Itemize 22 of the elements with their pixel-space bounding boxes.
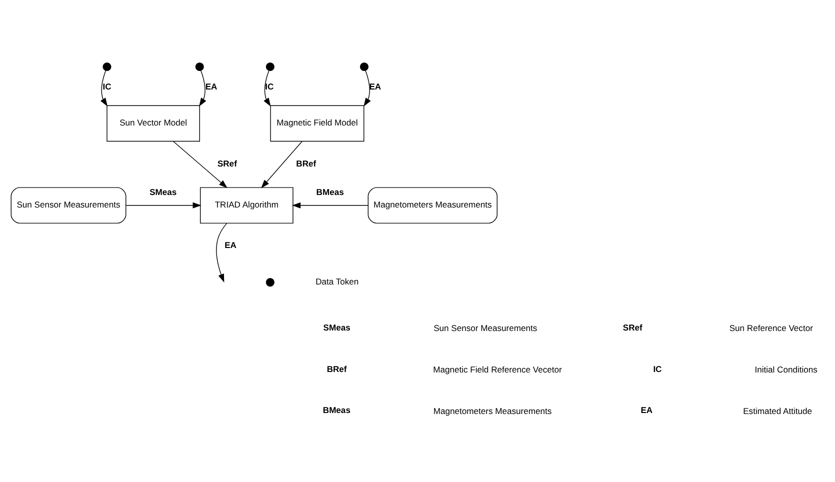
label: Magnetic Field Reference Vecetor: [433, 364, 562, 375]
label: SRef: [622, 322, 642, 332]
edge-label: SMeas: [150, 186, 177, 197]
label: Initial Conditions: [754, 364, 818, 375]
edge-label: SRef: [217, 158, 237, 168]
edge-label: EA: [205, 82, 218, 92]
edge-label: BMeas: [316, 186, 344, 197]
label: BRef: [326, 364, 347, 374]
edge-label: EA: [224, 240, 236, 250]
label: Magnetometers Measurements: [433, 406, 552, 416]
edge-label: IC: [265, 82, 274, 92]
label: EA: [640, 405, 653, 416]
legend-label: Data Token: [316, 276, 359, 287]
edge-label: BRef: [296, 158, 316, 168]
label: IC: [653, 364, 662, 374]
edge-label: IC: [102, 82, 112, 92]
label: SMeas: [323, 322, 350, 332]
label: BMeas: [322, 405, 350, 416]
edge-label: EA: [369, 82, 382, 92]
label: Estimated Attitude: [743, 406, 812, 416]
label: Sun Reference Vector: [729, 323, 813, 334]
label: Sun Sensor Measurements: [434, 323, 538, 334]
